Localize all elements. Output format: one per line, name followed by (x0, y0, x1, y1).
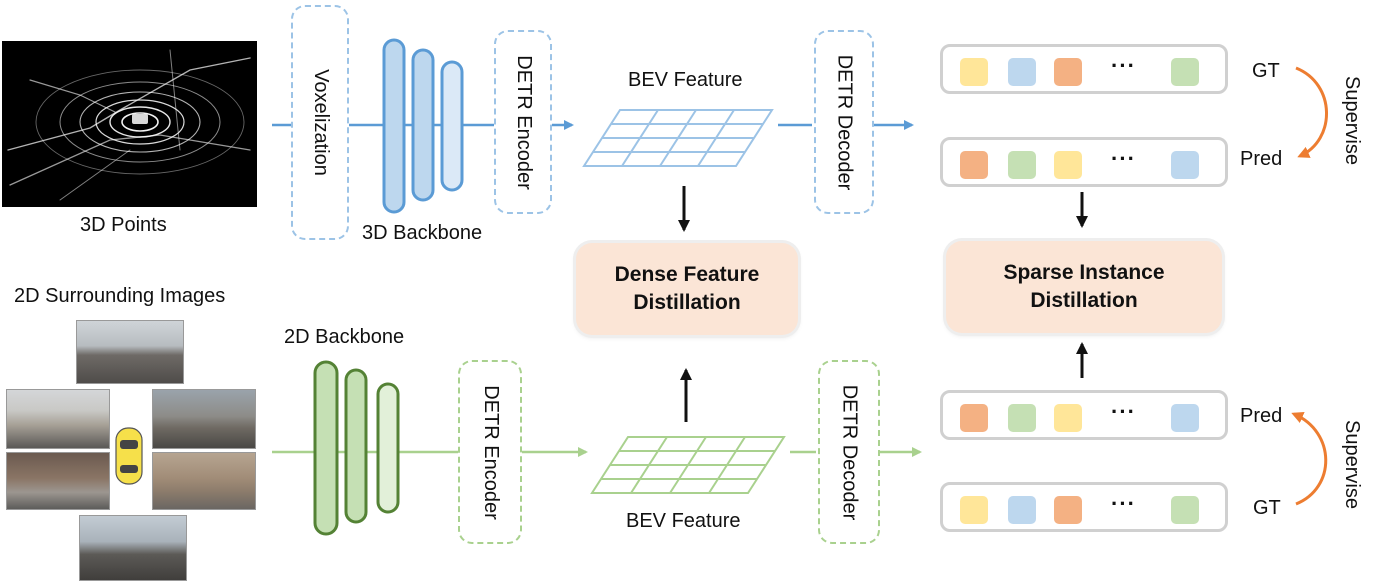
camera-detr-decoder-label: DETR Decoder (838, 384, 861, 520)
query-blue (1171, 404, 1199, 432)
camera-image-back-left (6, 452, 110, 510)
lidar-backbone-icon (382, 38, 464, 214)
camera-image-front-right (152, 389, 256, 449)
lidar-point-cloud-image (2, 41, 257, 207)
query-orange (1054, 58, 1082, 86)
sparse-distillation-line1: Sparse Instance (1003, 261, 1165, 284)
query-orange (960, 151, 988, 179)
lidar-detr-decoder-module: DETR Decoder (814, 30, 874, 214)
lidar-gt-query-row: ··· (940, 44, 1228, 94)
camera-detr-decoder-module: DETR Decoder (818, 360, 880, 544)
camera-image-front-left (6, 389, 110, 449)
query-yellow (1054, 151, 1082, 179)
dense-distillation-line2: Distillation (633, 291, 741, 314)
query-blue (1008, 496, 1036, 524)
camera-supervise-arrow (1291, 412, 1328, 506)
lidar-pred-query-row: ··· (940, 137, 1228, 187)
dense-feature-distillation-box: Dense Feature Distillation (576, 243, 798, 335)
lidar-gt-label: GT (1252, 60, 1280, 82)
query-green (1008, 404, 1036, 432)
camera-detr-encoder-label: DETR Encoder (479, 384, 502, 520)
query-yellow (960, 496, 988, 524)
sparse-distillation-line2: Distillation (1030, 289, 1138, 312)
query-yellow (1054, 404, 1082, 432)
query-blue (1008, 58, 1036, 86)
query-green (1171, 496, 1199, 524)
sparse-instance-distillation-box: Sparse Instance Distillation (946, 241, 1222, 333)
lidar-pred-label: Pred (1240, 148, 1283, 170)
camera-backbone-icon (313, 360, 400, 536)
lidar-input-label: 3D Points (80, 214, 167, 236)
lidar-detr-encoder-module: DETR Encoder (494, 30, 552, 214)
lidar-supervise-arrow (1295, 66, 1328, 158)
camera-bev-grid-icon (590, 436, 786, 494)
voxelization-label: Voxelization (309, 69, 332, 176)
camera-bev-feature-label: BEV Feature (626, 510, 741, 532)
query-ellipsis: ··· (1111, 491, 1136, 516)
lidar-bev-grid-icon (582, 109, 774, 167)
ego-car-icon (115, 427, 143, 485)
lidar-bev-feature-label: BEV Feature (628, 69, 743, 91)
camera-pred-query-row: ··· (940, 390, 1228, 440)
camera-gt-label: GT (1253, 497, 1281, 519)
query-ellipsis: ··· (1111, 399, 1136, 424)
query-yellow (960, 58, 988, 86)
lidar-supervise-label: Supervise (1340, 75, 1363, 165)
camera-image-front (76, 320, 184, 384)
camera-backbone-label: 2D Backbone (284, 326, 405, 348)
camera-image-back (79, 515, 187, 581)
camera-gt-query-row: ··· (940, 482, 1228, 532)
query-blue (1171, 151, 1199, 179)
lidar-backbone-label: 3D Backbone (362, 222, 483, 244)
query-orange (960, 404, 988, 432)
camera-supervise-label: Supervise (1340, 419, 1363, 509)
camera-pred-label: Pred (1240, 405, 1283, 427)
query-green (1008, 151, 1036, 179)
query-green (1171, 58, 1199, 86)
camera-detr-encoder-module: DETR Encoder (458, 360, 522, 544)
camera-input-label: 2D Surrounding Images (14, 285, 226, 307)
lidar-detr-decoder-label: DETR Decoder (833, 54, 856, 190)
lidar-detr-encoder-label: DETR Encoder (512, 54, 535, 190)
dense-distillation-line1: Dense Feature (614, 263, 760, 286)
query-ellipsis: ··· (1111, 53, 1136, 78)
query-orange (1054, 496, 1082, 524)
voxelization-module: Voxelization (291, 5, 349, 240)
query-ellipsis: ··· (1111, 146, 1136, 171)
camera-image-back-right (152, 452, 256, 510)
